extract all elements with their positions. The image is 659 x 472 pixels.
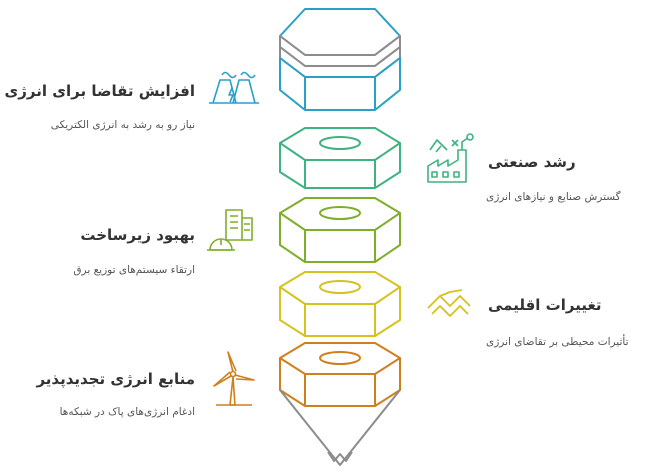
- item-2-title: رشد صنعتی: [488, 153, 576, 171]
- item-1-title: افزایش تقاضا برای انرژی: [4, 82, 195, 100]
- stack-segment-2: [279, 127, 401, 189]
- stack-segment-4: [279, 271, 401, 337]
- item-5-title: منابع انرژی تجدیدپذیر: [36, 370, 195, 388]
- item-4-title: تغییرات اقلیمی: [488, 296, 602, 314]
- infrastructure-icon: [207, 209, 253, 251]
- item-3-title: بهبود زیرساخت: [80, 226, 195, 244]
- factory-icon: [427, 133, 474, 183]
- item-2-desc: گسترش صنایع و نیازهای انرژی: [486, 191, 621, 203]
- stack-segment-5: [279, 342, 401, 466]
- stack-segment-1: [279, 8, 401, 111]
- climate-icon: [427, 289, 471, 317]
- item-1-desc: نیاز رو به رشد به انرژی الکتریکی: [50, 119, 195, 131]
- item-5-desc: ادغام انرژی‌های پاک در شبکه‌ها: [59, 406, 195, 418]
- item-4-desc: تأثیرات محیطی بر تقاضای انرژی: [486, 336, 629, 348]
- wind-turbine-icon: [213, 351, 255, 406]
- stack-segment-3: [279, 197, 401, 263]
- item-3-desc: ارتقاء سیستم‌های توزیع برق: [73, 264, 195, 276]
- power-plant-icon: [209, 71, 259, 104]
